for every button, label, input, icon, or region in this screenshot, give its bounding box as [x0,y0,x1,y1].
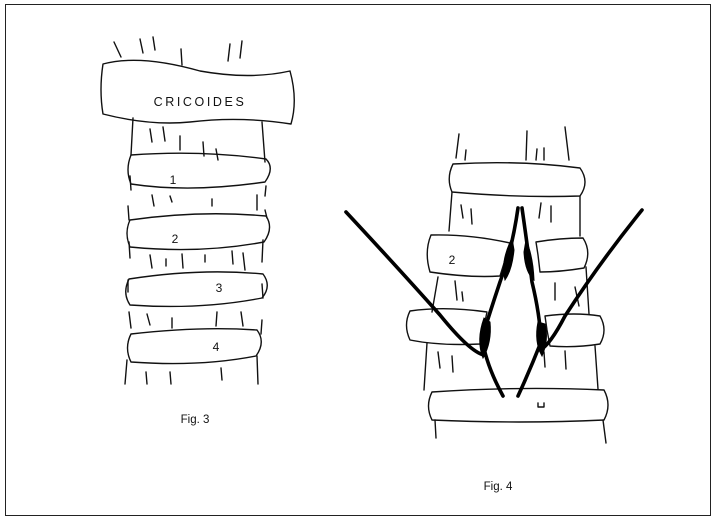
fig4-caption: Fig. 4 [484,481,513,493]
fig4-tracheal-ring-3 [407,309,605,347]
fig3-cricoid-cartilage [101,60,294,124]
fig4-flap-lower-left [480,318,491,358]
fig3-trachea-wall-right [257,122,267,384]
fig4-incision-left-edge [482,208,518,396]
fig4-flap-upper-left [504,238,514,280]
fig3-cricoid-label: CRICOIDES [154,95,247,109]
fig4-top-strands [456,127,569,160]
fig3-membrane-strands [146,127,257,384]
fig3-tracheal-ring-1 [128,153,270,188]
fig4-ring-label-2: 2 [449,253,456,267]
fig4-upper-ring [449,163,585,197]
fig4-retractor-right [540,210,642,350]
fig4-lower-ring-mark [538,403,544,407]
fig3-caption: Fig. 3 [181,414,210,426]
fig4-membrane-strands [438,203,579,374]
fig3-ring-label-3: 3 [216,281,223,295]
fig3-ring-label-4: 4 [213,340,220,354]
fig3-tracheal-ring-3 [126,272,268,307]
fig3-tracheal-ring-2 [127,214,270,250]
fig3-trachea-drawing [101,37,294,384]
fig3-trachea-wall-left [125,118,133,384]
fig3-tracheal-ring-4 [128,329,262,364]
fig4-retractor-left [346,212,484,355]
fig4-tracheotomy-drawing [346,127,642,443]
fig3-ring-label-1: 1 [170,173,177,187]
fig3-ring-label-2: 2 [172,232,179,246]
fig4-incision-right-edge [518,208,541,396]
